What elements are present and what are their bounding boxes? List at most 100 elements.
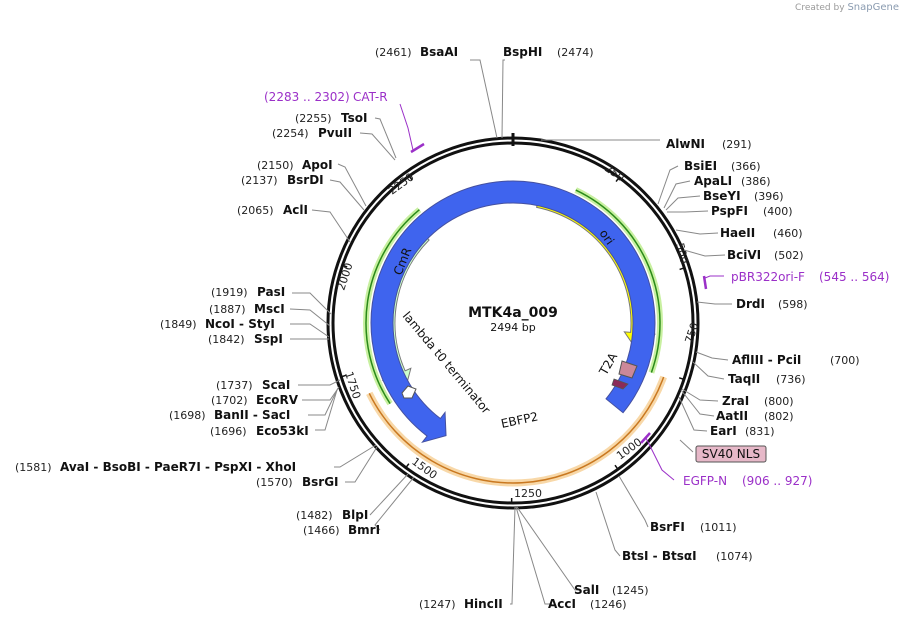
ebfp2-label: EBFP2: [500, 409, 540, 431]
site-position: (386): [741, 175, 771, 188]
sv40-nls-box[interactable]: [695, 445, 767, 463]
credit-prefix: Created by: [795, 3, 845, 13]
cat-r-label: CAT-R: [353, 90, 388, 104]
site-position: (1466): [303, 524, 340, 537]
ebfp2-strand-line: [368, 376, 665, 484]
site-name[interactable]: BspHI: [503, 45, 542, 59]
feature-highlights: [363, 187, 667, 487]
t2a-feature-arrow[interactable]: [618, 360, 638, 379]
site-position: (502): [774, 249, 804, 262]
site-position: (2254): [272, 127, 309, 140]
site-position: (1737): [216, 379, 253, 392]
site-name[interactable]: PasI: [257, 285, 285, 299]
site-position: (2137): [241, 174, 278, 187]
leader-lines: [289, 59, 732, 605]
ebfp2-feature-arrow[interactable]: [370, 180, 656, 444]
site-position: (2150): [257, 159, 294, 172]
site-name[interactable]: Eco53kI: [256, 424, 309, 438]
site-name[interactable]: BsaAI: [420, 45, 458, 59]
tick-mark: [408, 174, 413, 181]
tick-mark: [615, 176, 621, 183]
site-name[interactable]: BsrGI: [302, 475, 339, 489]
site-name[interactable]: AlwNI: [666, 137, 705, 151]
tick-label: 500: [673, 242, 691, 266]
site-name[interactable]: AvaI - BsoBI - PaeR7I - PspXI - XhoI: [60, 460, 296, 474]
sv40-nls-label: SV40 NLS: [702, 447, 760, 461]
site-name[interactable]: ApaLI: [694, 174, 732, 188]
site-name[interactable]: TsoI: [341, 111, 367, 125]
lambda-t0-terminator-feature[interactable]: [401, 385, 417, 399]
site-position: (802): [764, 410, 794, 423]
site-name[interactable]: PspFI: [711, 204, 748, 218]
site-name[interactable]: EcoRV: [256, 393, 299, 407]
site-position: (291): [722, 138, 752, 151]
site-position: (1887): [209, 303, 246, 316]
site-name[interactable]: AatII: [716, 409, 748, 423]
site-position: (736): [776, 373, 806, 386]
tick-mark: [404, 463, 410, 469]
site-name[interactable]: BsiEI: [684, 159, 717, 173]
site-name[interactable]: PvuII: [318, 126, 352, 140]
site-position: (2474): [557, 46, 594, 59]
site-name[interactable]: EarI: [710, 424, 737, 438]
tick-mark: [678, 377, 686, 381]
site-position: (800): [764, 395, 794, 408]
cat-r-range: (2283 .. 2302): [264, 90, 350, 104]
plasmid-length: 2494 bp: [490, 321, 535, 334]
egfp-n-label: EGFP-N: [683, 474, 727, 488]
site-position: (1245): [612, 584, 649, 597]
site-name[interactable]: BseYI: [703, 189, 741, 203]
snapgene-credit: Created by SnapGene: [795, 2, 899, 13]
site-name[interactable]: ScaI: [262, 378, 290, 392]
site-name[interactable]: BciVI: [727, 248, 761, 262]
sv40-nls-feature[interactable]: [611, 378, 629, 390]
site-position: (1849): [160, 318, 197, 331]
site-position: (2461): [375, 46, 412, 59]
site-position: (598): [778, 298, 808, 311]
pbr322ori-f-label: pBR322ori-F: [731, 270, 805, 284]
site-position: (366): [731, 160, 761, 173]
site-name[interactable]: HincII: [464, 597, 503, 611]
site-name[interactable]: BsrFI: [650, 520, 685, 534]
site-name[interactable]: AccI: [548, 597, 576, 611]
site-name[interactable]: AclI: [283, 203, 308, 217]
site-name[interactable]: BanII - SacI: [214, 408, 290, 422]
cmr-strand-line: [365, 209, 420, 405]
tick-mark: [341, 264, 348, 268]
site-name[interactable]: HaeII: [720, 226, 755, 240]
site-name[interactable]: NcoI - StyI: [205, 317, 275, 331]
site-position: (1246): [590, 598, 627, 611]
pbr322ori-f-range: (545 .. 564): [819, 270, 889, 284]
site-position: (1842): [208, 333, 245, 346]
site-name[interactable]: DrdI: [736, 297, 765, 311]
egfp-n-range: (906 .. 927): [742, 474, 812, 488]
site-name[interactable]: SspI: [254, 332, 283, 346]
site-name[interactable]: BsrDI: [287, 173, 324, 187]
site-position: (831): [745, 425, 775, 438]
ori-strand-line: [575, 189, 661, 373]
site-position: (1919): [211, 286, 248, 299]
tick-marks: [340, 174, 686, 505]
site-position: (1696): [210, 425, 247, 438]
site-name[interactable]: ApoI: [302, 158, 333, 172]
site-name[interactable]: MscI: [254, 302, 285, 316]
t2a-label: T2A: [596, 350, 621, 379]
site-position: (700): [830, 354, 860, 367]
site-name[interactable]: SalI: [574, 583, 599, 597]
tick-labels: 250 500 750 1000 1250 1500 1750 2000 225…: [334, 162, 701, 500]
site-name[interactable]: TaqII: [728, 372, 760, 386]
plasmid-name: MTK4a_009: [468, 305, 558, 321]
site-name[interactable]: BmrI: [348, 523, 380, 537]
tick-label: 1250: [514, 487, 542, 500]
site-position: (2065): [237, 204, 274, 217]
site-position: (1698): [169, 409, 206, 422]
site-name[interactable]: ZraI: [722, 394, 749, 408]
tick-mark: [679, 266, 686, 271]
site-name[interactable]: BtsI - BtsαI: [622, 549, 697, 563]
site-name[interactable]: BlpI: [342, 508, 368, 522]
site-position: (1570): [256, 476, 293, 489]
credit-brand: SnapGene: [847, 2, 899, 13]
site-name[interactable]: AflIII - PciI: [732, 353, 801, 367]
sv40-nls-leader: [679, 439, 694, 453]
